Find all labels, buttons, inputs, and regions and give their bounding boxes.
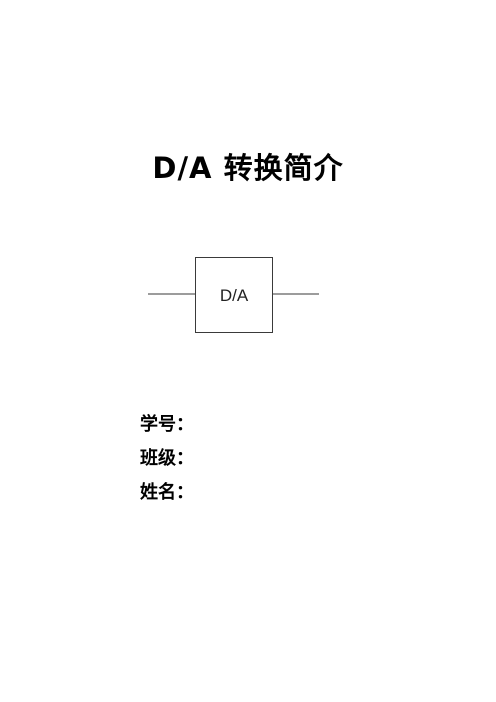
- student-id-label: 学号：: [140, 414, 194, 435]
- da-converter-diagram: D/A: [140, 250, 330, 340]
- name-label: 姓名：: [140, 482, 194, 503]
- class-label: 班级：: [140, 448, 194, 469]
- student-info-fields: 学号： 班级： 姓名：: [140, 408, 194, 510]
- converter-block: [195, 257, 273, 333]
- converter-block-label: D/A: [220, 286, 249, 305]
- document-title: D/A 转换简介: [152, 151, 344, 185]
